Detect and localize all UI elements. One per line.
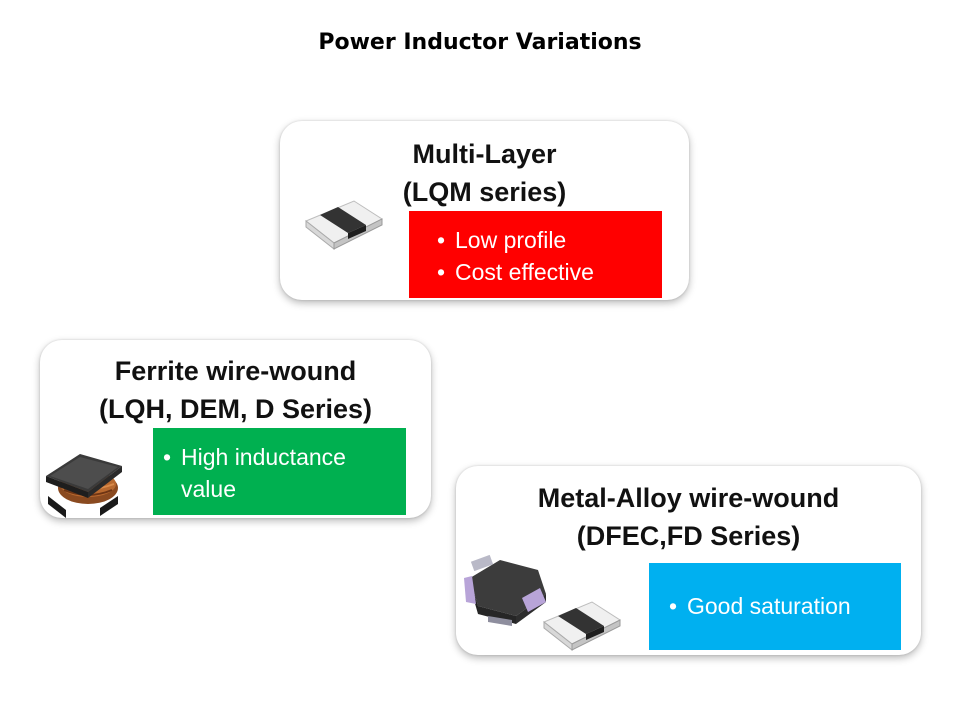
- card-metal-alloy: Metal-Alloy wire-wound (DFEC,FD Series) …: [456, 466, 921, 655]
- slide-title: Power Inductor Variations: [318, 30, 642, 55]
- feature-item: Good saturation: [669, 590, 901, 622]
- card-multilayer-title-line1: Multi-Layer: [412, 139, 557, 169]
- feature-list-metal-alloy: Good saturation: [669, 590, 901, 622]
- card-multilayer: Multi-Layer (LQM series) Low profile Cos…: [280, 121, 689, 300]
- card-ferrite-title-line1: Ferrite wire-wound: [114, 356, 357, 386]
- feature-list-multilayer: Low profile Cost effective: [437, 224, 662, 288]
- feature-list-ferrite: High inductance value: [163, 441, 406, 505]
- feature-box-metal-alloy: Good saturation: [649, 563, 901, 650]
- card-ferrite: Ferrite wire-wound (LQH, DEM, D Series) …: [40, 340, 431, 518]
- feature-item: High inductance value: [163, 441, 406, 505]
- metal-alloy-inductor-icon: [464, 554, 546, 626]
- card-metal-alloy-title: Metal-Alloy wire-wound (DFEC,FD Series): [456, 479, 921, 555]
- feature-box-ferrite: High inductance value: [153, 428, 406, 515]
- card-ferrite-title: Ferrite wire-wound (LQH, DEM, D Series): [40, 352, 431, 428]
- wirewound-inductor-icon: [46, 454, 122, 518]
- card-multilayer-title-line2: (LQM series): [402, 177, 567, 207]
- card-metal-alloy-title-line1: Metal-Alloy wire-wound: [537, 483, 840, 513]
- chip-inductor-icon: [305, 200, 384, 251]
- card-multilayer-title: Multi-Layer (LQM series): [280, 135, 689, 211]
- feature-box-multilayer: Low profile Cost effective: [409, 211, 662, 298]
- card-metal-alloy-title-line2: (DFEC,FD Series): [576, 521, 801, 551]
- feature-item: Cost effective: [437, 256, 662, 288]
- feature-item: Low profile: [437, 224, 662, 256]
- chip-inductor-icon: [543, 601, 622, 652]
- card-ferrite-title-line2: (LQH, DEM, D Series): [98, 394, 373, 424]
